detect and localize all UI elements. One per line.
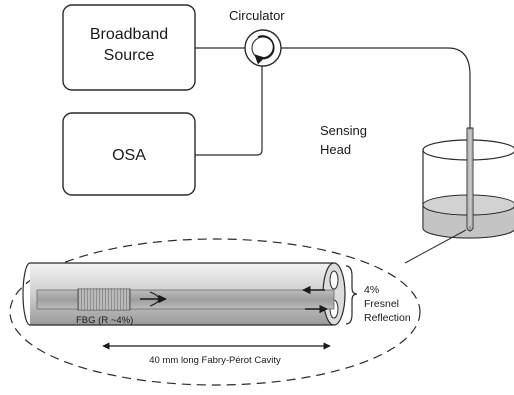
fresnel-brace <box>345 265 358 325</box>
circulator-to-sensing-head-fiber <box>281 47 471 130</box>
sensing-probe <box>466 127 474 232</box>
osa-label: OSA <box>112 147 146 164</box>
inset-fiber <box>22 262 346 326</box>
fiber-core-end-top <box>329 270 339 290</box>
circulator-to-osa-fiber <box>195 66 263 156</box>
fbg-label: FBG (R ~4%) <box>76 315 133 326</box>
osa-box: OSA <box>62 112 196 196</box>
sensing-head-label-line2: Head <box>320 142 351 157</box>
fbg-grating <box>77 288 131 311</box>
broadband-source-label-line1: Broadband <box>90 26 168 43</box>
broadband-source-box: Broadband Source <box>62 4 196 91</box>
circulator-label: Circulator <box>229 8 285 23</box>
cavity-length-label: 40 mm long Fabry-Pérot Cavity <box>149 355 281 366</box>
fresnel-label-line3: Reflection <box>364 312 411 324</box>
sensing-head-label-line1: Sensing <box>320 123 367 138</box>
fresnel-label-line1: 4% <box>364 284 379 296</box>
circulator-direction-arrow <box>254 35 275 65</box>
inset-zoom-ellipse <box>9 238 421 386</box>
fresnel-label-line2: Fresnel <box>364 298 399 310</box>
circulator <box>244 29 282 67</box>
fbg-reflection-arrow <box>140 291 167 307</box>
zoom-indicator-line <box>404 229 467 264</box>
broadband-source-label-line2: Source <box>104 47 155 64</box>
